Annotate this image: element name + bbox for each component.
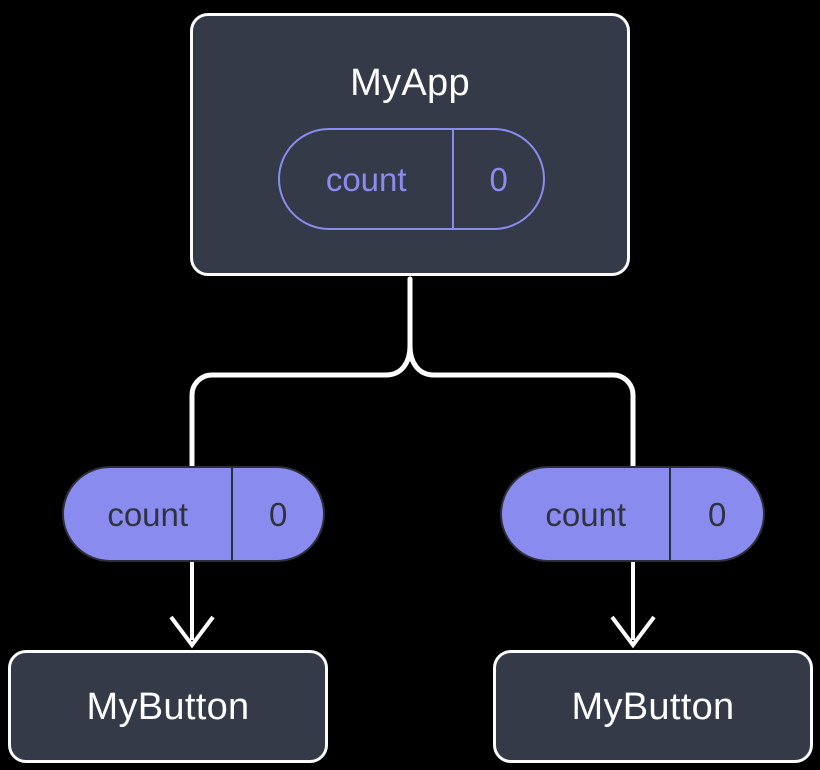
state-pill-child-left-count[interactable]: count 0	[62, 466, 325, 562]
component-label-myapp: MyApp	[350, 62, 470, 104]
arrow-left-head	[169, 615, 215, 649]
state-key-label: count	[107, 495, 189, 533]
state-value-label: 0	[231, 468, 323, 560]
state-pill-child-right-count[interactable]: count 0	[500, 466, 765, 562]
component-label-mybutton: MyButton	[86, 685, 250, 728]
branch-connector-path	[189, 276, 413, 469]
state-key-label: count	[545, 495, 627, 533]
component-node-mybutton-left[interactable]: MyButton	[8, 650, 328, 763]
state-pill-myapp-count[interactable]: count 0	[278, 128, 545, 230]
branch-connector-path-right	[407, 343, 636, 469]
component-label-mybutton: MyButton	[571, 685, 735, 728]
component-node-mybutton-right[interactable]: MyButton	[493, 650, 813, 763]
state-value-label: 0	[452, 130, 543, 228]
state-key-label: count	[325, 160, 407, 198]
state-value-label: 0	[669, 468, 763, 560]
arrow-right-head	[610, 615, 656, 649]
component-node-myapp[interactable]: MyApp	[190, 13, 630, 276]
